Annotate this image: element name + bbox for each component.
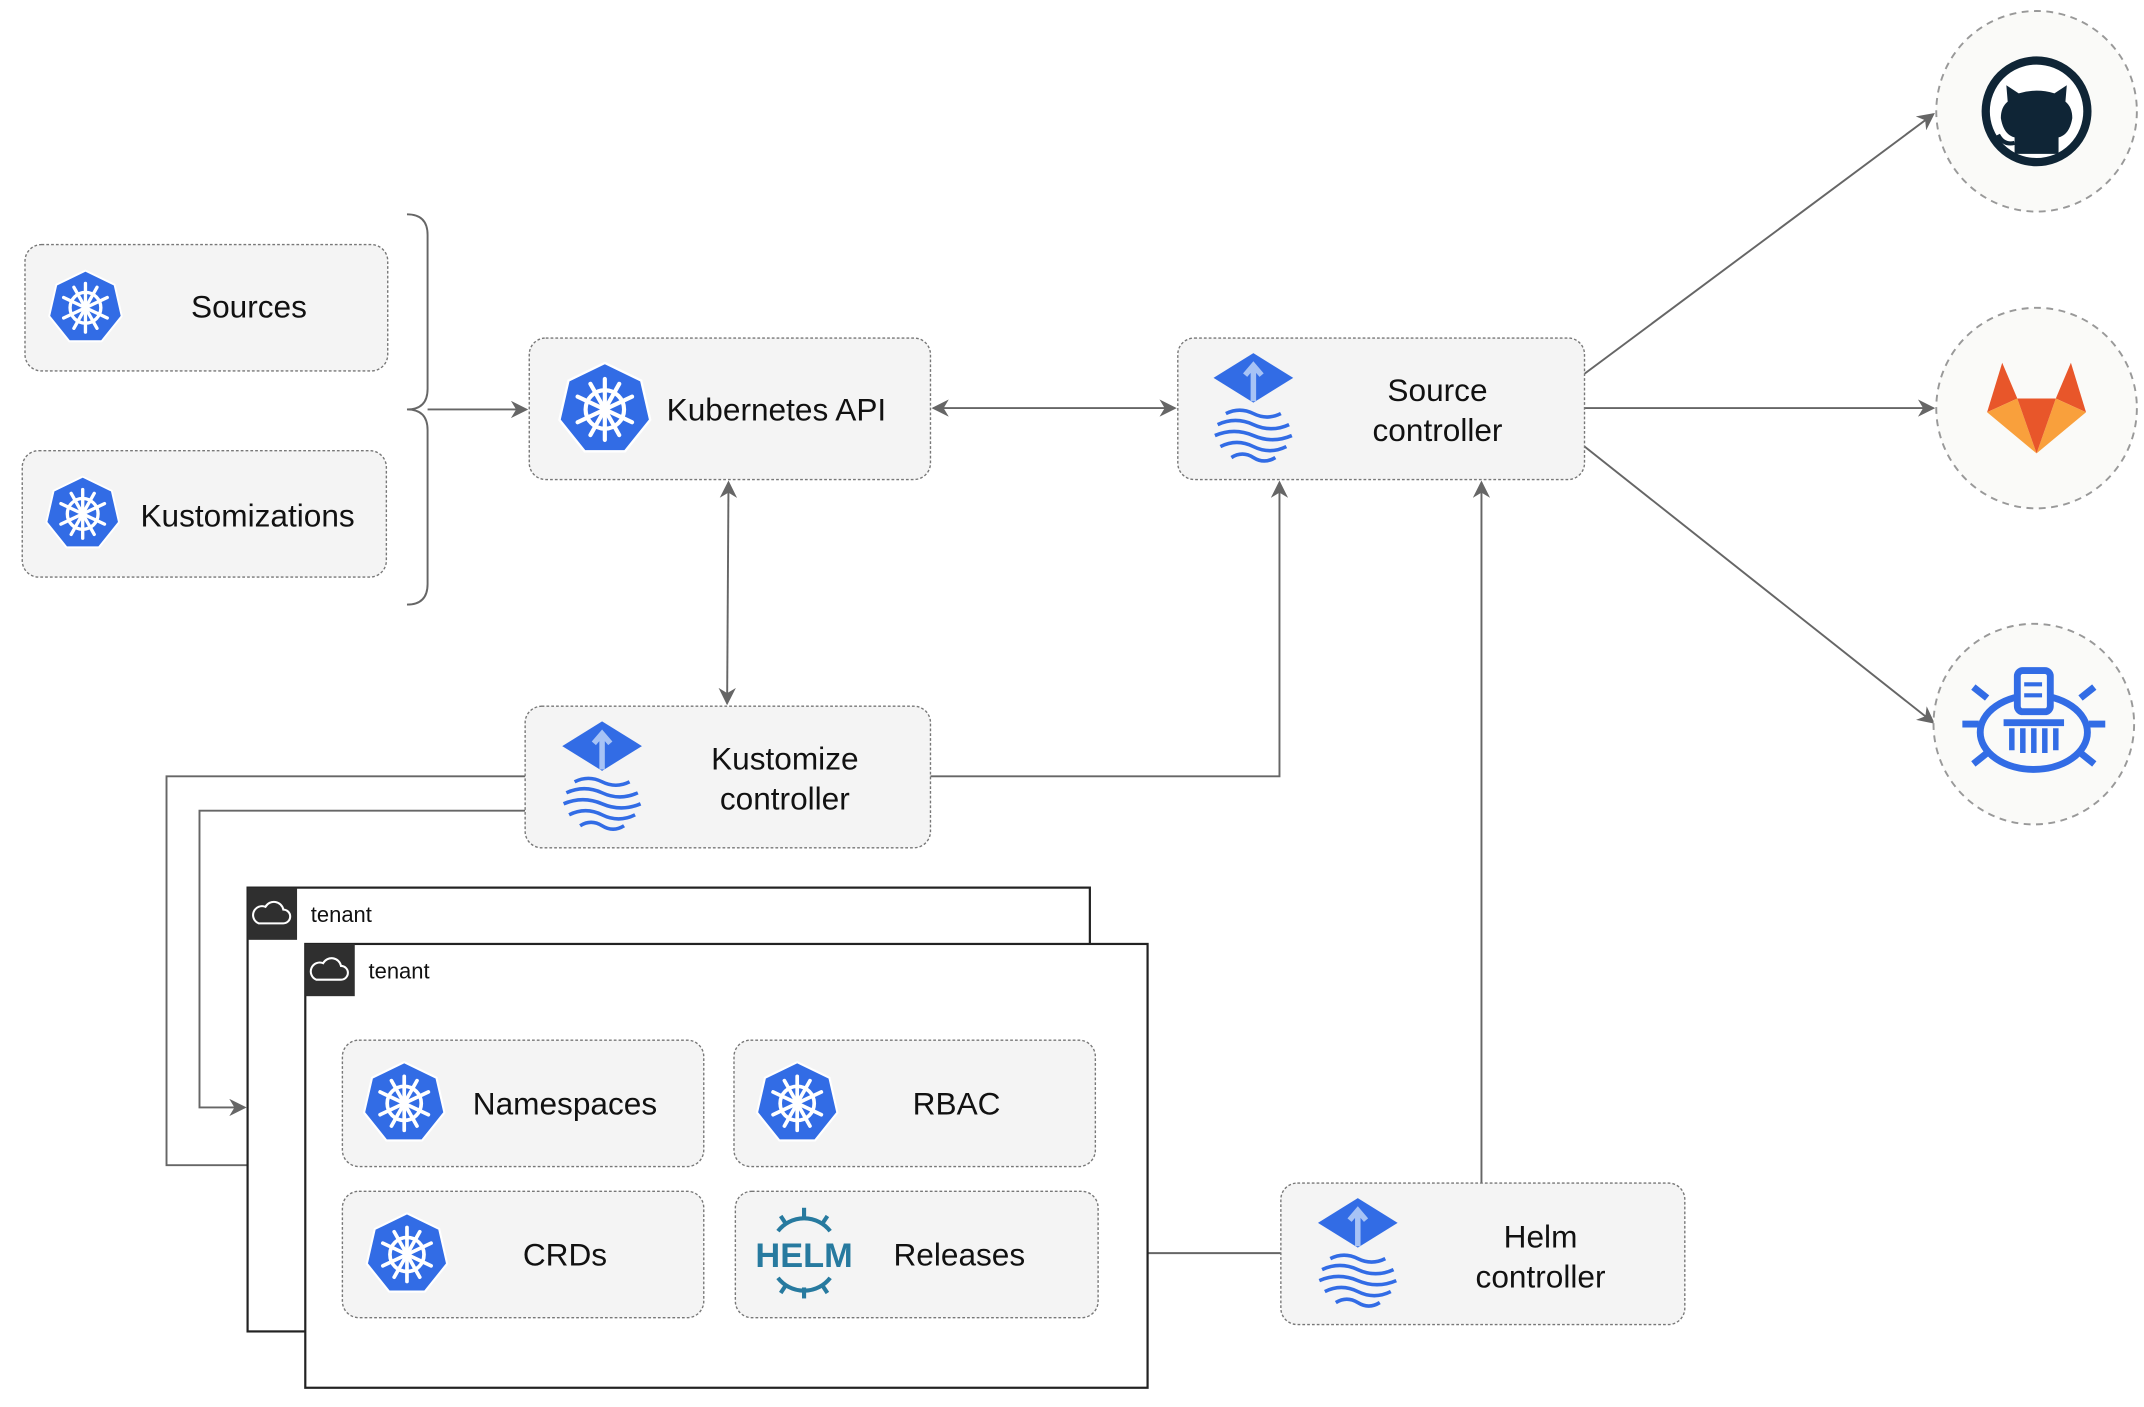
- svg-text:tenant: tenant: [369, 958, 430, 983]
- svg-text:Releases: Releases: [893, 1236, 1025, 1272]
- edge-kustomize-to-tenant-front: [165, 775, 526, 1174]
- svg-text:Source: Source: [1387, 372, 1487, 408]
- edge-kustomize-to-source: [930, 480, 1289, 778]
- svg-text:Kustomize: Kustomize: [711, 740, 858, 776]
- svg-text:CRDs: CRDs: [523, 1236, 607, 1272]
- node-kustomize-controller[interactable]: Kustomize controller: [524, 705, 932, 849]
- svg-text:controller: controller: [1373, 412, 1503, 448]
- bracket: [406, 213, 429, 606]
- cloud-icon: [309, 957, 349, 981]
- svg-text:Kubernetes API: Kubernetes API: [667, 391, 887, 427]
- svg-text:tenant: tenant: [311, 902, 372, 927]
- svg-text:Kustomizations: Kustomizations: [140, 497, 354, 533]
- node-crds[interactable]: CRDs: [341, 1190, 705, 1319]
- edge-source-to-github: [1583, 113, 1935, 375]
- github-icon: [1981, 56, 2092, 167]
- svg-text:controller: controller: [720, 780, 850, 816]
- node-kustomizations[interactable]: Kustomizations: [21, 449, 388, 578]
- external-github[interactable]: [1935, 10, 2138, 213]
- svg-text:Sources: Sources: [191, 288, 307, 324]
- edges: [165, 113, 1936, 1262]
- edge-api-kustomize: [718, 480, 738, 706]
- edge-source-to-bucket: [1583, 445, 1935, 724]
- external-gitlab[interactable]: [1935, 306, 2138, 510]
- bucket-icon: [1962, 667, 2106, 773]
- node-rbac[interactable]: RBAC: [733, 1039, 1097, 1168]
- node-releases[interactable]: HELM Releases: [734, 1190, 1099, 1319]
- svg-text:controller: controller: [1476, 1258, 1606, 1294]
- external-bucket[interactable]: [1932, 622, 2136, 826]
- helm-icon: HELM: [755, 1207, 853, 1299]
- node-namespaces[interactable]: Namespaces: [341, 1039, 705, 1168]
- gitlab-icon: [1987, 362, 2087, 454]
- node-sources[interactable]: Sources: [24, 243, 389, 372]
- cloud-icon: [252, 900, 292, 925]
- node-source-controller[interactable]: Source controller: [1177, 337, 1586, 481]
- edge-kustomize-to-tenant-back: [198, 809, 526, 1117]
- svg-text:RBAC: RBAC: [913, 1085, 1001, 1121]
- node-helm-controller[interactable]: Helm controller: [1280, 1182, 1686, 1326]
- svg-text:HELM: HELM: [755, 1237, 852, 1275]
- svg-text:Helm: Helm: [1504, 1219, 1578, 1255]
- node-kubernetes-api[interactable]: Kubernetes API: [528, 337, 932, 481]
- svg-text:Namespaces: Namespaces: [473, 1085, 657, 1121]
